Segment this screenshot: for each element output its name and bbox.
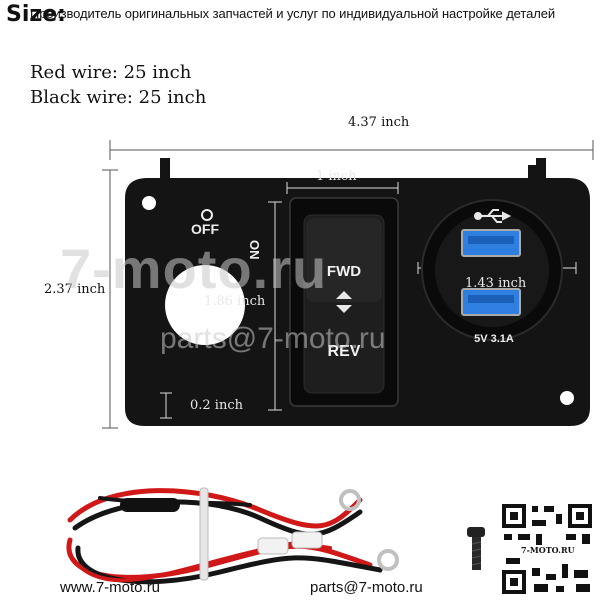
rocker-width-label: 1 inch [316, 169, 357, 184]
left-mount-tab [160, 158, 170, 180]
ring-terminals [339, 489, 399, 571]
right-mount-tab [536, 158, 546, 180]
rocker-rev-label: REV [327, 343, 361, 360]
mount-hole-bottom-right [560, 391, 574, 405]
height-label: 2.37 inch [44, 282, 106, 297]
manufacturer-banner: Производитель оригинальных запчастей и у… [30, 6, 556, 21]
off-label: OFF [191, 221, 219, 237]
usb-rating-label: 5V 3.1A [474, 333, 514, 345]
footer-email: parts@7-moto.ru [310, 579, 423, 596]
switch-mount-hole [165, 265, 245, 345]
edge-label: 0.2 inch [190, 398, 243, 413]
height-dimension-line [102, 169, 118, 429]
footer-site: www.7-moto.ru [60, 579, 161, 596]
fuse-holder [120, 498, 180, 512]
black-wire-spec: Black wire: 25 inch [30, 87, 207, 108]
site-watermark: 7-moto.ru [60, 237, 328, 300]
zip-tie [199, 487, 209, 581]
size-heading: Size: [6, 2, 66, 27]
down-arrow-icon [336, 305, 352, 313]
rocker-switch-top-half [306, 218, 382, 302]
usb-symbol-icon [474, 209, 512, 223]
red-wire-spec: Red wire: 25 inch [30, 62, 192, 83]
hole-height-label: 1.86 inch [204, 294, 266, 309]
rocker-fwd-label: FWD [326, 263, 362, 280]
up-arrow-icon [336, 291, 352, 299]
spade-connectors [257, 531, 323, 555]
email-watermark: parts@7-moto.ru [160, 322, 386, 355]
usb-port-top-tongue [468, 236, 514, 244]
usb-width-label: 1.43 inch [465, 276, 527, 291]
width-dimension-line [109, 140, 594, 160]
width-label: 4.37 inch [348, 115, 410, 130]
mount-hole-top-left [142, 196, 156, 210]
qr-caption: 7-MOTO.RU [520, 545, 576, 555]
usb-port-bottom-tongue [468, 295, 514, 303]
off-indicator-icon [201, 209, 213, 221]
mounting-screw-icon [467, 527, 485, 570]
wire-harness [66, 488, 383, 585]
